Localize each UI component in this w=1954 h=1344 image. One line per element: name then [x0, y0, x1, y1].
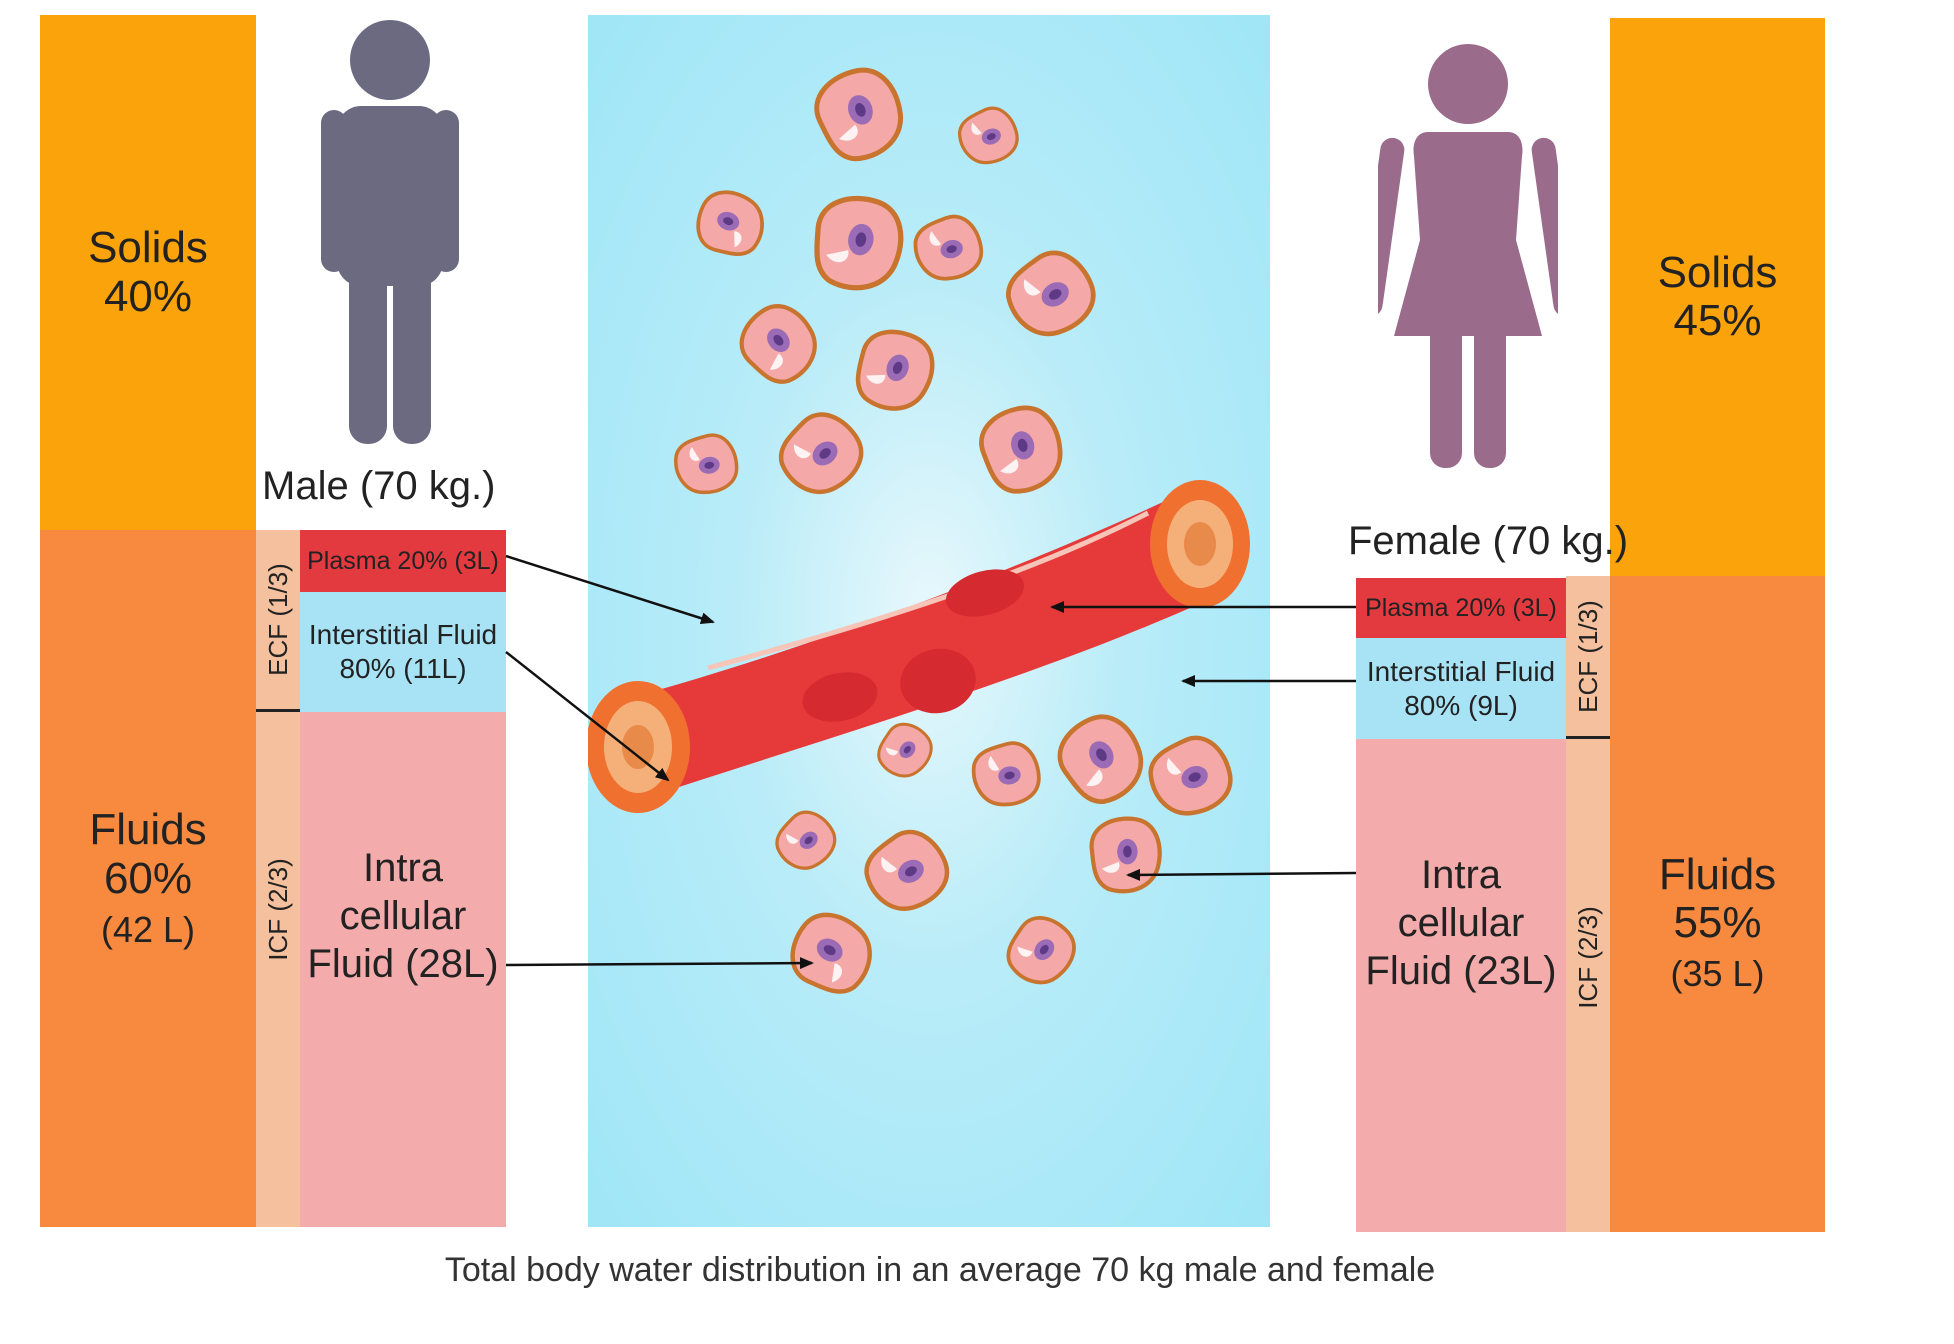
female-figure-icon — [1378, 44, 1558, 468]
tissue-cell — [907, 209, 989, 288]
tissue-cell — [730, 294, 829, 393]
female-plasma-block: Plasma 20% (3L) — [1356, 578, 1566, 638]
female-interstitial-label-1: Interstitial Fluid — [1366, 655, 1556, 687]
tissue-illustration — [586, 15, 1270, 1227]
male-icf-bar: ICF (2/3) — [256, 712, 300, 1227]
tissue-cell — [1092, 819, 1160, 892]
tissue-cell — [848, 322, 942, 419]
female-figure-shape — [1378, 44, 1558, 468]
male-interstitial-label-1: Interstitial Fluid — [308, 619, 498, 651]
female-intra-label-3: Fluid (23L) — [1365, 949, 1557, 993]
female-icf-label: ICF (2/3) — [1572, 906, 1603, 1009]
male-figure-shape — [321, 20, 459, 444]
tissue-cell — [868, 714, 942, 788]
tissue-cell — [1142, 730, 1239, 824]
female-solids-label: Solids 45% — [1657, 247, 1778, 345]
male-intra-label-3: Fluid (28L) — [307, 942, 499, 986]
female-interstitial-label-2: 80% (9L) — [1404, 689, 1518, 721]
female-fluids-volume: (35 L) — [1670, 953, 1765, 995]
tissue-cell — [766, 801, 846, 881]
male-fluids-block: Fluids 60% (42 L) — [40, 530, 256, 1227]
female-interstitial-block: Interstitial Fluid 80% (9L) — [1356, 638, 1566, 739]
male-intra-label-2: cellular — [339, 894, 467, 938]
figure-caption: Total body water distribution in an aver… — [444, 1250, 1436, 1289]
male-intra-label-1: Intra — [362, 846, 444, 890]
male-plasma-block: Plasma 20% (3L) — [300, 530, 506, 592]
tissue-cell — [856, 821, 959, 922]
female-fluids-block: Fluids 55% (35 L) — [1610, 576, 1825, 1232]
tissue-cell — [995, 905, 1087, 997]
female-intracellular-block: Intra cellular Fluid (23L) — [1356, 739, 1566, 1232]
tissue-svg — [586, 15, 1250, 1227]
female-plasma-label: Plasma 20% (3L) — [1365, 594, 1557, 622]
male-interstitial-block: Interstitial Fluid 80% (11L) — [300, 592, 506, 712]
male-fluids-volume: (42 L) — [100, 908, 196, 950]
tissue-cell — [688, 182, 773, 265]
male-figure-icon — [321, 20, 459, 444]
male-fluids-label: Fluids 60% — [89, 805, 207, 903]
female-intra-label-1: Intra — [1420, 853, 1502, 897]
female-intra-label-2: cellular — [1397, 901, 1525, 945]
male-ecf-bar: ECF (1/3) — [256, 530, 300, 712]
tissue-cell — [1048, 705, 1154, 813]
female-icf-bar: ICF (2/3) — [1566, 739, 1610, 1232]
tissue-cell — [808, 60, 912, 168]
female-weight-label: Female (70 kg.) — [1348, 519, 1629, 563]
tissue-cell — [809, 192, 907, 295]
tissue-cell — [781, 903, 884, 1004]
male-solids-label: Solids 40% — [88, 223, 208, 321]
female-fluids-label: Fluids 55% — [1658, 849, 1777, 947]
tissue-cell — [967, 737, 1045, 812]
male-plasma-label: Plasma 20% (3L) — [307, 547, 499, 575]
male-intracellular-block: Intra cellular Fluid (28L) — [300, 712, 506, 1227]
tissue-cell — [997, 241, 1105, 347]
male-icf-label: ICF (2/3) — [262, 858, 293, 961]
female-ecf-bar: ECF (1/3) — [1566, 576, 1610, 739]
male-solids-block: Solids 40% — [40, 15, 256, 530]
male-weight-label: Male (70 kg.) — [262, 464, 496, 508]
tissue-cell — [975, 400, 1069, 498]
tissue-cell — [951, 100, 1026, 172]
male-interstitial-label-2: 80% (11L) — [339, 653, 467, 684]
female-solids-block: Solids 45% — [1610, 18, 1825, 576]
tissue-cell — [670, 429, 743, 499]
tissue-cell — [769, 402, 874, 507]
female-ecf-label: ECF (1/3) — [1572, 599, 1603, 713]
male-ecf-label: ECF (1/3) — [262, 563, 293, 676]
